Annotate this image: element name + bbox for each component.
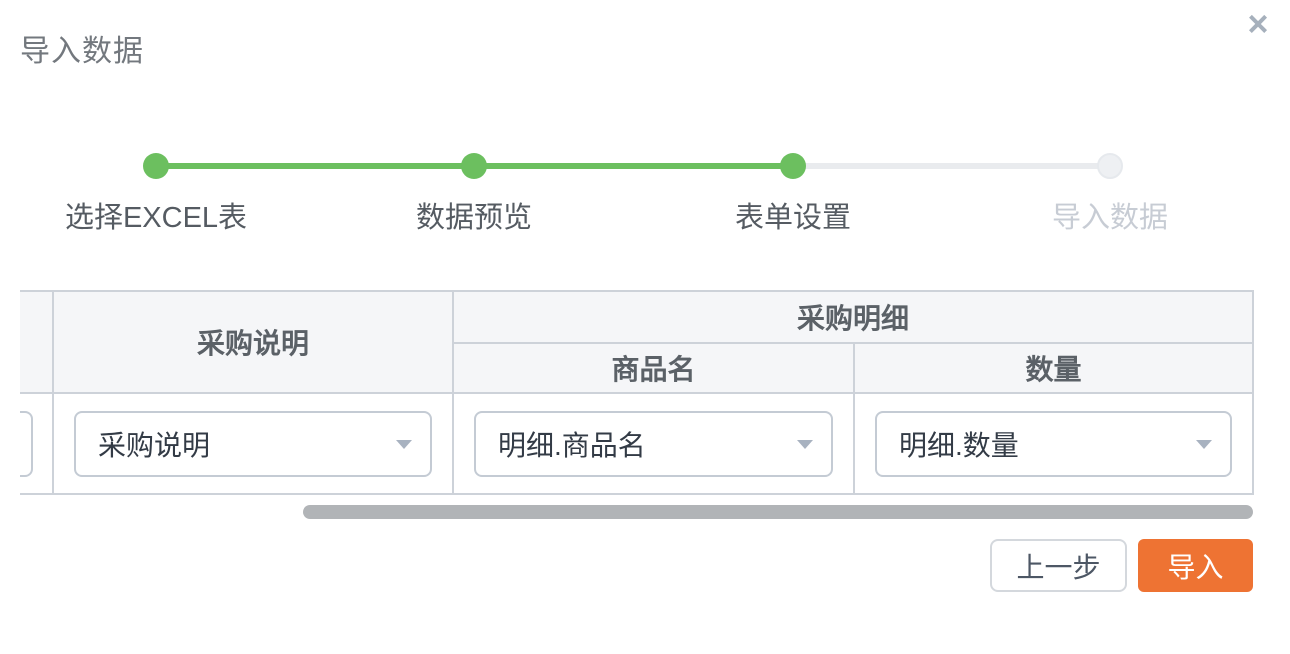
group-header-purchase-detail: 采购明细 bbox=[451, 290, 1255, 344]
chevron-down-icon bbox=[396, 439, 412, 449]
purchase-note-select-value: 采购说明 bbox=[98, 429, 211, 461]
import-button[interactable]: 导入 bbox=[1138, 539, 1253, 592]
quantity-select[interactable]: 明细.数量 bbox=[875, 410, 1233, 477]
field-mapping-table: 采购说明 采购明细 商品名 数量 采购说明 bbox=[20, 290, 1255, 495]
clipped-mapping-cell bbox=[20, 392, 54, 495]
product-name-select-value: 明细.商品名 bbox=[498, 429, 646, 461]
dialog-title: 导入数据 bbox=[20, 35, 144, 68]
mapping-cell-product-name: 明细.商品名 bbox=[452, 392, 855, 495]
column-header-quantity: 数量 bbox=[852, 342, 1255, 394]
column-header-product-name: 商品名 bbox=[452, 342, 855, 394]
mapping-cell-purchase-note: 采购说明 bbox=[52, 392, 454, 495]
mapping-cell-quantity: 明细.数量 bbox=[852, 392, 1255, 495]
quantity-select-value: 明细.数量 bbox=[899, 429, 1019, 461]
step-dot-import-data bbox=[1097, 153, 1123, 179]
step-dot-select-excel bbox=[143, 153, 169, 179]
column-header-purchase-note: 采购说明 bbox=[52, 290, 454, 394]
clipped-field-select[interactable] bbox=[20, 410, 33, 477]
stepper-line-pending bbox=[793, 163, 1110, 169]
step-dot-form-settings bbox=[780, 153, 806, 179]
step-dot-data-preview bbox=[461, 153, 487, 179]
step-label-import-data: 导入数据 bbox=[1051, 202, 1169, 234]
step-label-select-excel: 选择EXCEL表 bbox=[64, 202, 248, 234]
previous-step-button[interactable]: 上一步 bbox=[990, 539, 1127, 592]
horizontal-scrollbar-thumb[interactable] bbox=[303, 505, 1253, 519]
product-name-select[interactable]: 明细.商品名 bbox=[474, 410, 833, 477]
clipped-column-header bbox=[20, 290, 54, 394]
purchase-note-select[interactable]: 采购说明 bbox=[74, 410, 432, 477]
chevron-down-icon bbox=[797, 439, 813, 449]
chevron-down-icon bbox=[1196, 439, 1213, 449]
step-label-data-preview: 数据预览 bbox=[415, 202, 533, 234]
close-icon[interactable]: × bbox=[1247, 3, 1269, 44]
step-label-form-settings: 表单设置 bbox=[734, 202, 852, 234]
